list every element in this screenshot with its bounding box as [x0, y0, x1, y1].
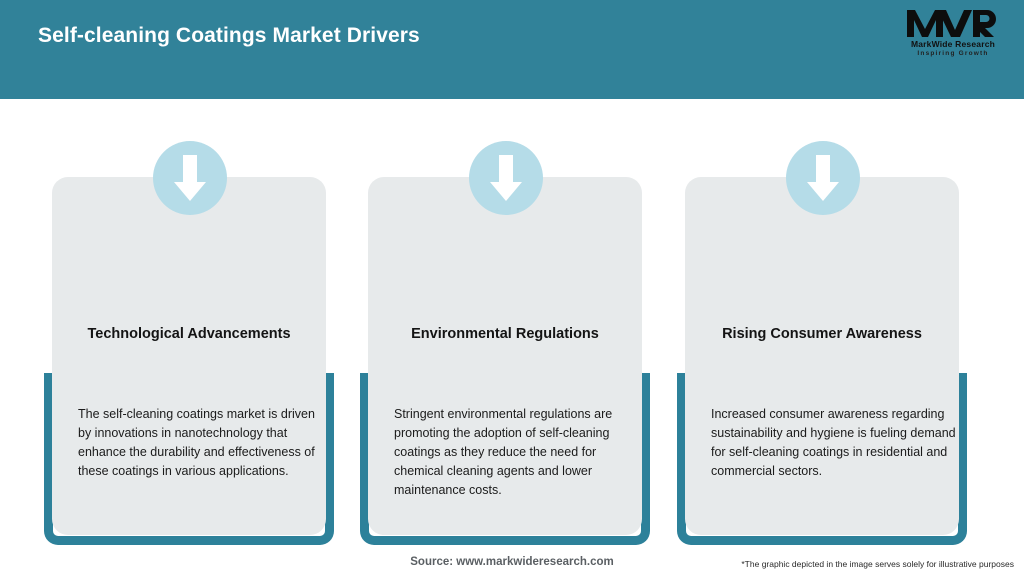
- card-body-text: Increased consumer awareness regarding s…: [711, 407, 956, 478]
- card-body-text: Stringent environmental regulations are …: [394, 407, 613, 497]
- driver-card-3[interactable]: Rising Consumer Awareness Increased cons…: [669, 99, 975, 545]
- arrow-down-icon: [786, 141, 860, 215]
- driver-card-group: Technological Advancements The self-clea…: [0, 99, 1024, 545]
- logo-company-name: MarkWide Research: [910, 39, 996, 49]
- disclaimer-label: *The graphic depicted in the image serve…: [741, 559, 1014, 569]
- card-title: Rising Consumer Awareness: [722, 326, 922, 342]
- brand-logo: MarkWide Research Inspiring Growth: [900, 8, 1006, 66]
- page-title: Self-cleaning Coatings Market Drivers: [38, 24, 420, 47]
- logo-mwr-icon: [900, 8, 1006, 38]
- card-title: Technological Advancements: [87, 326, 291, 342]
- driver-card-2[interactable]: Environmental Regulations Stringent envi…: [352, 99, 658, 545]
- card-accent-frame: [360, 373, 650, 545]
- source-label: Source: www.markwideresearch.com: [410, 556, 614, 568]
- card-surface: Rising Consumer Awareness Increased cons…: [685, 177, 959, 535]
- logo-tagline: Inspiring Growth: [917, 50, 989, 57]
- arrow-down-icon: [153, 141, 227, 215]
- arrow-down-icon: [469, 141, 543, 215]
- card-body-text: The self-cleaning coatings market is dri…: [78, 407, 315, 478]
- header-bar: Self-cleaning Coatings Market Drivers Ma…: [0, 0, 1024, 99]
- card-accent-frame: [44, 373, 334, 545]
- card-title: Environmental Regulations: [411, 326, 599, 342]
- card-accent-frame: [677, 373, 967, 545]
- driver-card-1[interactable]: Technological Advancements The self-clea…: [36, 99, 342, 545]
- card-surface: Technological Advancements The self-clea…: [52, 177, 326, 535]
- card-surface: Environmental Regulations Stringent envi…: [368, 177, 642, 535]
